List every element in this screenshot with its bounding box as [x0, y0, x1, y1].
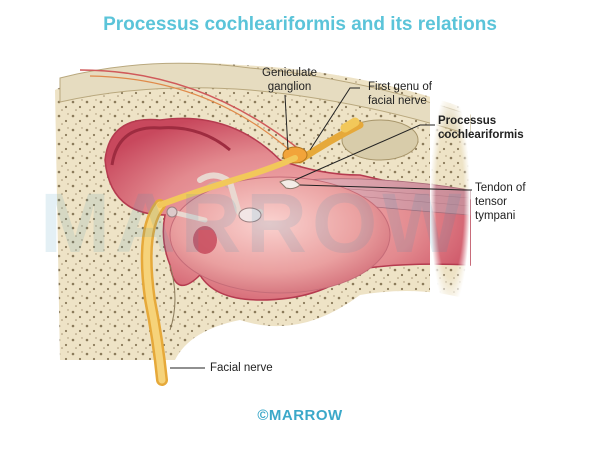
label-geniculate-ganglion: Geniculate ganglion: [262, 66, 317, 94]
footer-logo: ©MARROW: [257, 407, 343, 424]
watermark: MARROW: [40, 176, 467, 270]
label-tendon-line2: tensor: [475, 196, 507, 208]
label-tendon-line1: Tendon of: [475, 182, 526, 194]
label-geniculate-line1: Geniculate: [262, 67, 317, 79]
label-processus-line2: cochleariformis: [438, 129, 524, 141]
label-first-genu: First genu of facial nerve: [368, 80, 432, 108]
leader-lines: [170, 87, 472, 369]
promontory: [169, 176, 391, 294]
diagram-title: Processus cochleariformis and its relati…: [103, 14, 497, 35]
processus-cochleariformis-shape: [279, 179, 301, 190]
label-processus-cochleariformis: Processus cochleariformis: [438, 114, 524, 142]
label-facial-nerve: Facial nerve: [210, 362, 273, 374]
label-geniculate-line2: ganglion: [267, 81, 312, 93]
label-tendon-tensor-tympani: Tendon of tensor tympani: [475, 181, 526, 223]
label-first-genu-line1: First genu of: [368, 81, 432, 93]
label-processus-line1: Processus: [438, 115, 497, 127]
label-tendon-line3: tympani: [475, 210, 516, 222]
label-first-genu-line2: facial nerve: [368, 95, 427, 107]
